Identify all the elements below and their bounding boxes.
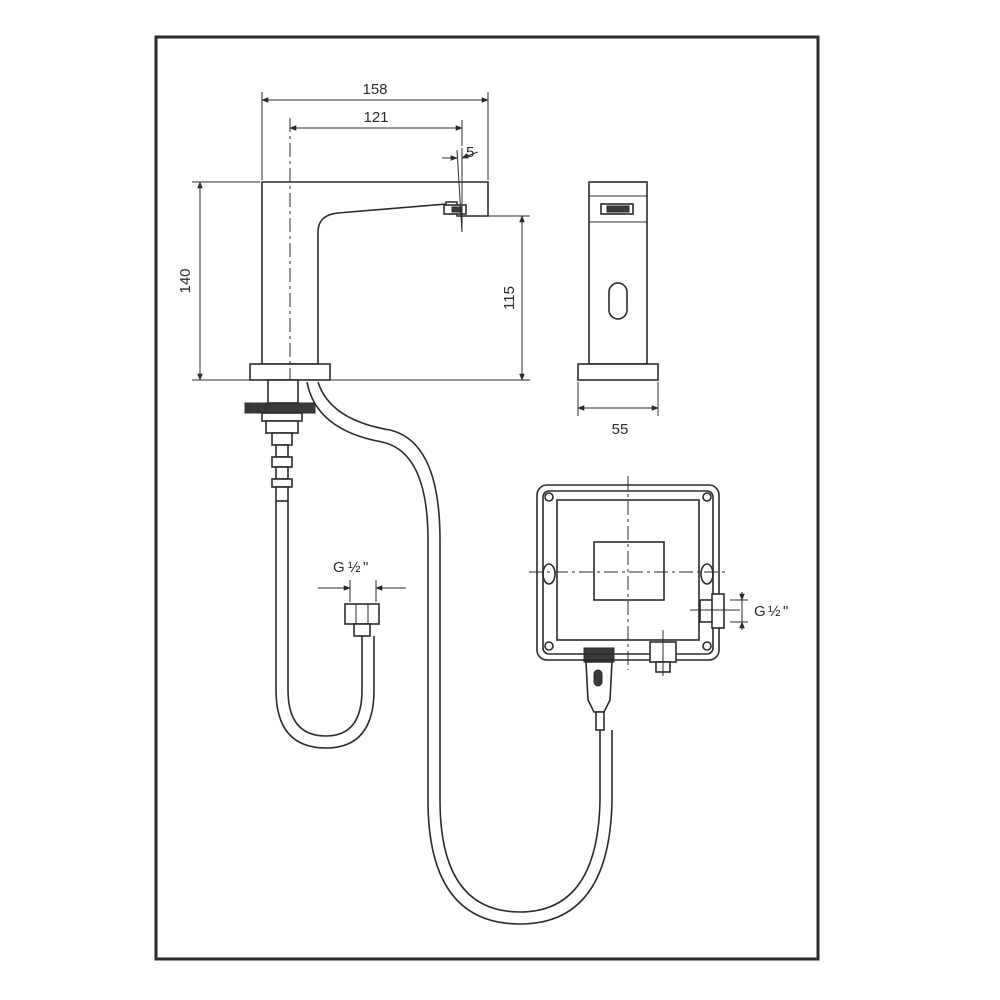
hose-thread-g: G: [333, 559, 345, 576]
sensor-cable: [306, 381, 613, 925]
box-thread-dimension: G ½ ": [730, 592, 788, 630]
dim-total-height: 140: [177, 268, 194, 293]
box-thread-fraction: ½: [768, 603, 781, 620]
dim-body-width: 55: [612, 421, 629, 438]
box-thread-unit: ": [783, 603, 788, 620]
faucet-side-view: [249, 118, 489, 440]
dimension-158: 158: [261, 81, 489, 180]
cable-plug: [583, 647, 615, 731]
mounting-shank: [244, 379, 316, 502]
box-thread-g: G: [754, 603, 766, 620]
dim-outlet-offset: 5: [466, 144, 474, 161]
faucet-front-view: [577, 181, 659, 381]
dimension-115: 115: [330, 215, 530, 381]
dim-overall-length: 158: [362, 81, 387, 98]
dimension-121: 121: [289, 109, 463, 146]
hose-thread-unit: ": [363, 559, 368, 576]
dimension-140: 140: [177, 181, 260, 381]
dimension-55: 55: [577, 382, 659, 438]
drawing-frame: [154, 35, 820, 961]
water-hose: [275, 501, 375, 749]
hose-end-connector: [344, 603, 380, 637]
hose-thread-dimension: G ½ ": [318, 559, 406, 602]
dimension-5: 5: [442, 144, 479, 161]
hose-thread-fraction: ½: [348, 559, 361, 576]
control-box: [529, 476, 740, 676]
dim-spout-center: 121: [363, 109, 388, 126]
dim-outlet-height: 115: [501, 286, 518, 310]
